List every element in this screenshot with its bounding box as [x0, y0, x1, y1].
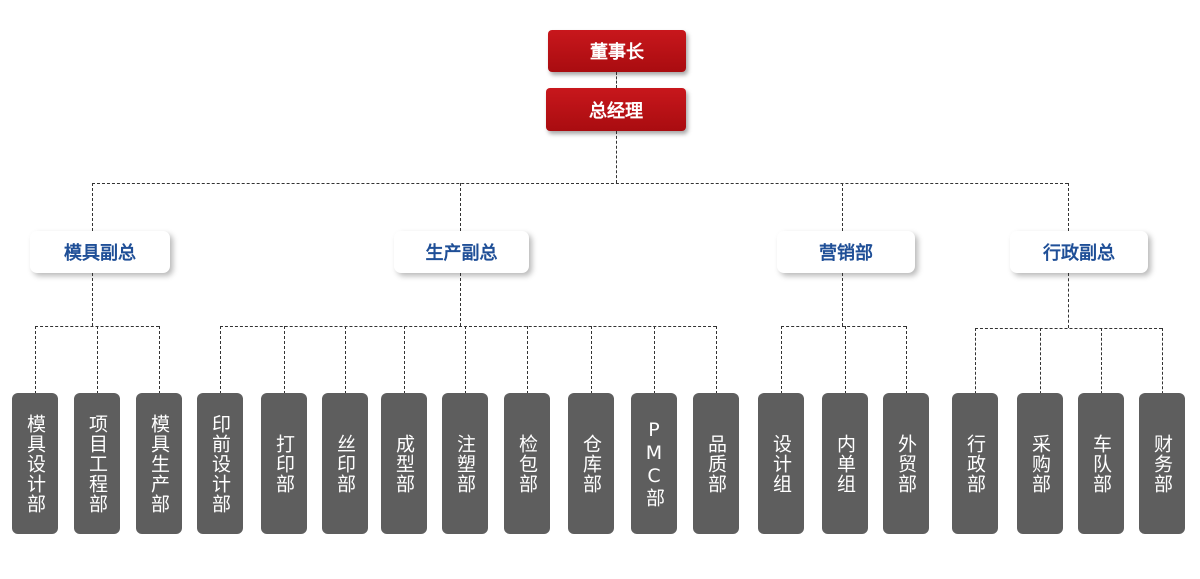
connector-bus-vp	[842, 183, 843, 231]
department-label: 注塑部	[454, 433, 476, 494]
connector-vp-subbus	[460, 273, 461, 326]
connector-subbus-dept	[97, 326, 98, 399]
department-label: 内单组	[834, 433, 856, 494]
connector-subbus-dept	[159, 326, 160, 399]
department-label: 采购部	[1029, 433, 1051, 494]
connector-subbus-dept	[345, 326, 346, 399]
connector-bus-vp	[92, 183, 93, 231]
department-box: 设计组	[758, 393, 804, 534]
vp-box: 行政副总	[1010, 231, 1148, 273]
department-label: 打印部	[273, 433, 295, 494]
connector-subbus-dept	[591, 326, 592, 399]
connector-chairman-gm	[616, 72, 617, 88]
department-box: 项目工程部	[74, 393, 120, 534]
connector-subbus-dept	[404, 326, 405, 399]
department-label: 仓库部	[580, 433, 602, 494]
connector-subbus-dept	[781, 326, 782, 399]
department-label: 检包部	[516, 433, 538, 494]
department-box: 模具设计部	[12, 393, 58, 534]
connector-subbus	[781, 326, 906, 327]
department-box: 检包部	[504, 393, 550, 534]
department-label: 设计组	[770, 433, 792, 494]
connector-vp-subbus	[1068, 273, 1069, 328]
connector-subbus-dept	[527, 326, 528, 399]
connector-subbus-dept	[716, 326, 717, 399]
connector-vp-subbus	[842, 273, 843, 326]
department-label: 项目工程部	[86, 413, 108, 514]
connector-gm-bus	[616, 131, 617, 183]
department-box: 财务部	[1139, 393, 1185, 534]
vp-label: 生产副总	[425, 243, 498, 264]
vp-label: 营销部	[819, 243, 873, 264]
connector-subbus-dept	[1162, 328, 1163, 399]
connector-vp-subbus	[92, 273, 93, 326]
vp-box: 生产副总	[394, 231, 529, 273]
department-label: 印前设计部	[209, 413, 231, 514]
chairman-label: 董事长	[590, 42, 644, 63]
department-box: 打印部	[261, 393, 307, 534]
connector-subbus-dept	[654, 326, 655, 399]
vp-label: 行政副总	[1043, 243, 1115, 264]
general-manager-label: 总经理	[589, 100, 643, 122]
department-label: 模具生产部	[148, 413, 170, 514]
department-label: PMC部	[643, 419, 665, 508]
general-manager-box: 总经理	[546, 88, 686, 131]
vp-box: 营销部	[777, 231, 915, 273]
connector-main-bus	[92, 183, 1068, 184]
department-box: 模具生产部	[136, 393, 182, 534]
connector-subbus-dept	[1040, 328, 1041, 399]
connector-subbus	[220, 326, 716, 327]
department-label: 行政部	[964, 433, 986, 494]
department-box: 丝印部	[322, 393, 368, 534]
connector-subbus-dept	[975, 328, 976, 399]
connector-subbus-dept	[35, 326, 36, 399]
connector-subbus-dept	[845, 326, 846, 399]
department-label: 成型部	[393, 433, 415, 494]
connector-bus-vp	[460, 183, 461, 231]
department-box: PMC部	[631, 393, 677, 534]
department-label: 丝印部	[334, 433, 356, 494]
department-box: 车队部	[1078, 393, 1124, 534]
connector-subbus-dept	[465, 326, 466, 399]
department-label: 车队部	[1090, 433, 1112, 494]
department-box: 行政部	[952, 393, 998, 534]
department-box: 采购部	[1017, 393, 1063, 534]
connector-subbus	[975, 328, 1162, 329]
connector-subbus-dept	[906, 326, 907, 399]
department-box: 成型部	[381, 393, 427, 534]
department-box: 内单组	[822, 393, 868, 534]
connector-subbus-dept	[1101, 328, 1102, 399]
department-box: 注塑部	[442, 393, 488, 534]
vp-label: 模具副总	[64, 243, 136, 264]
vp-box: 模具副总	[30, 231, 170, 273]
chairman-box: 董事长	[548, 30, 686, 72]
department-label: 财务部	[1151, 433, 1173, 494]
department-label: 外贸部	[895, 433, 917, 494]
department-label: 品质部	[705, 433, 727, 494]
department-box: 仓库部	[568, 393, 614, 534]
department-label: 模具设计部	[24, 413, 46, 514]
department-box: 品质部	[693, 393, 739, 534]
department-box: 印前设计部	[197, 393, 243, 534]
connector-subbus-dept	[284, 326, 285, 399]
connector-subbus-dept	[220, 326, 221, 399]
connector-bus-vp	[1068, 183, 1069, 231]
department-box: 外贸部	[883, 393, 929, 534]
